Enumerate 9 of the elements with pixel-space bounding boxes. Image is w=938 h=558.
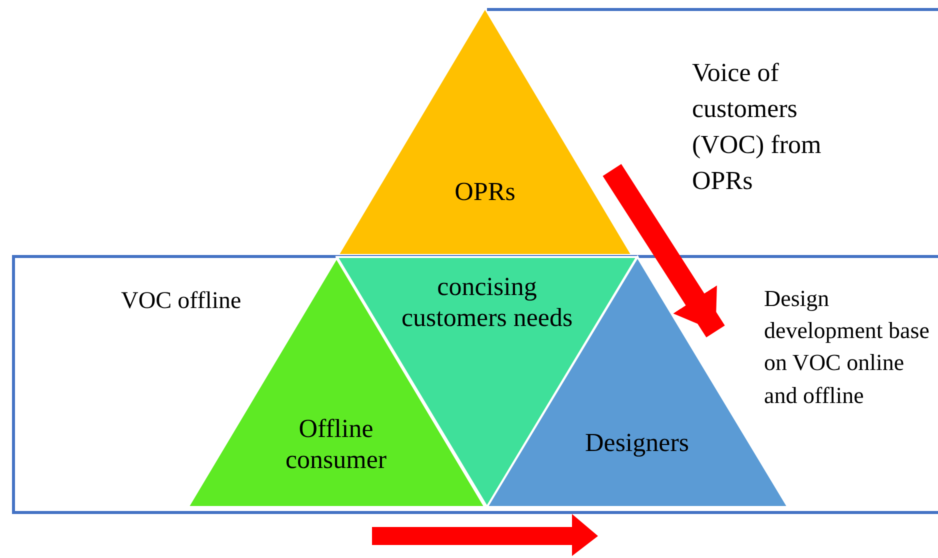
node-label: VOC offline <box>121 287 242 316</box>
outline-frame <box>12 255 938 514</box>
node-label: concising customers needs <box>400 271 574 334</box>
triangle-section <box>338 8 632 255</box>
node-label: Design development base on VOC online and offline <box>764 285 930 410</box>
node-label: Offline consumer <box>284 413 388 476</box>
node-label: OPRs <box>454 176 516 208</box>
node-label: Designers <box>584 427 690 458</box>
node-label: Voice of customers (VOC) from OPRs <box>692 57 822 197</box>
